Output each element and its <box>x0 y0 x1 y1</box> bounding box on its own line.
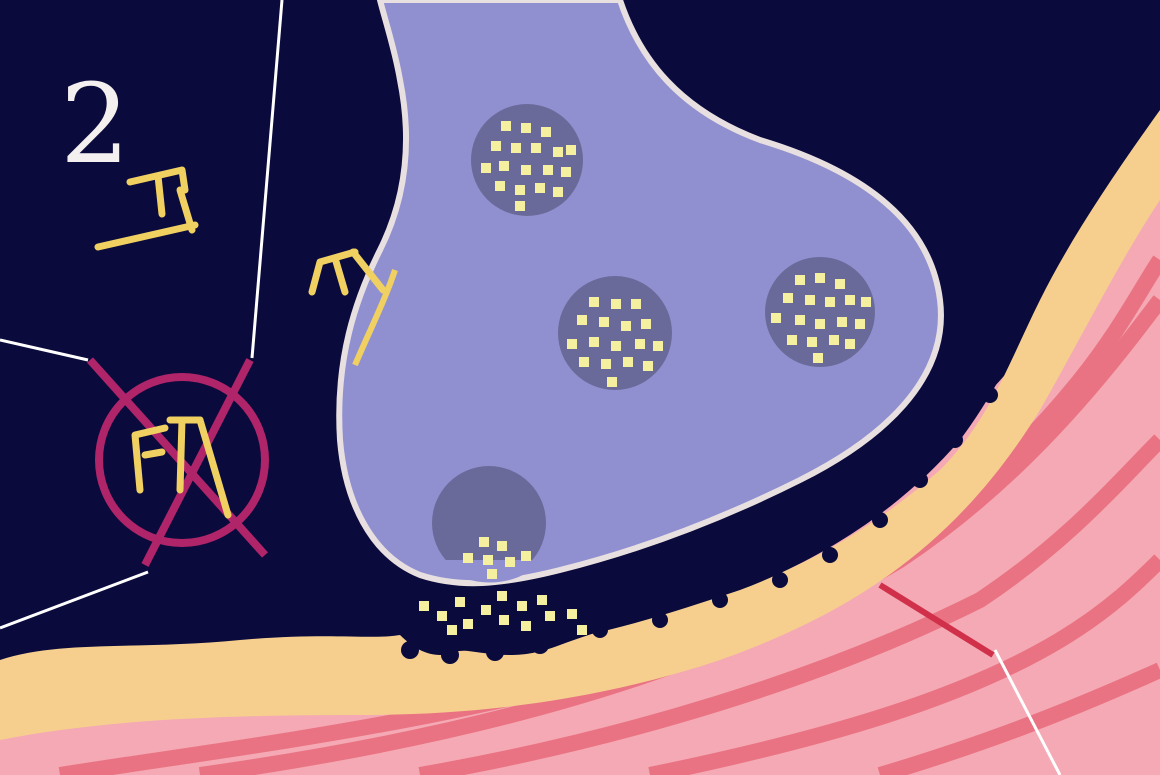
vesicle <box>558 276 672 390</box>
fusing-vesicle <box>432 466 546 583</box>
vesicle <box>471 104 583 216</box>
step-number: 2 <box>60 60 130 188</box>
vesicle <box>765 257 875 367</box>
